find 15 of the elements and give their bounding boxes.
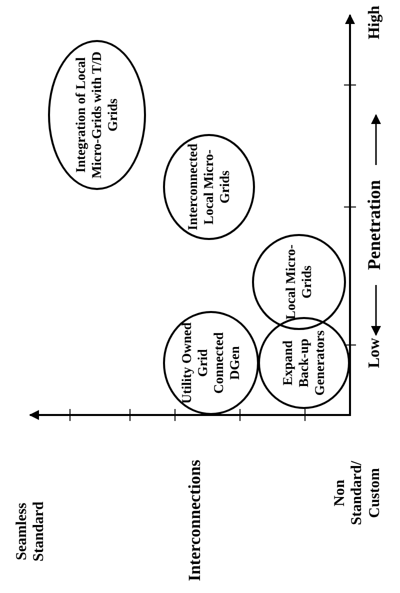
axis-title: Penetration xyxy=(364,179,385,272)
node-label: Integration of Local Micro-Grids with T/D Grids xyxy=(72,50,122,180)
axis-label: High xyxy=(366,4,384,42)
axis-title: Interconnections xyxy=(185,458,205,584)
ellipse-node xyxy=(48,40,146,190)
node-label: Expand Back-up Generators xyxy=(280,329,328,398)
ellipse-node xyxy=(163,134,255,240)
axis-label: Low xyxy=(366,336,384,370)
node-label: Interconnected Local Micro-Grids xyxy=(184,143,234,231)
ellipse-node xyxy=(163,311,259,415)
axis-label: Non Standard/ Custom xyxy=(332,460,384,528)
ellipse-node xyxy=(252,234,346,330)
node-label: Local Micro-Grids xyxy=(282,243,315,321)
axis-label: Seamless Standard xyxy=(14,500,48,564)
node-label: Utility Owned Grid Connected DGen xyxy=(178,321,244,406)
